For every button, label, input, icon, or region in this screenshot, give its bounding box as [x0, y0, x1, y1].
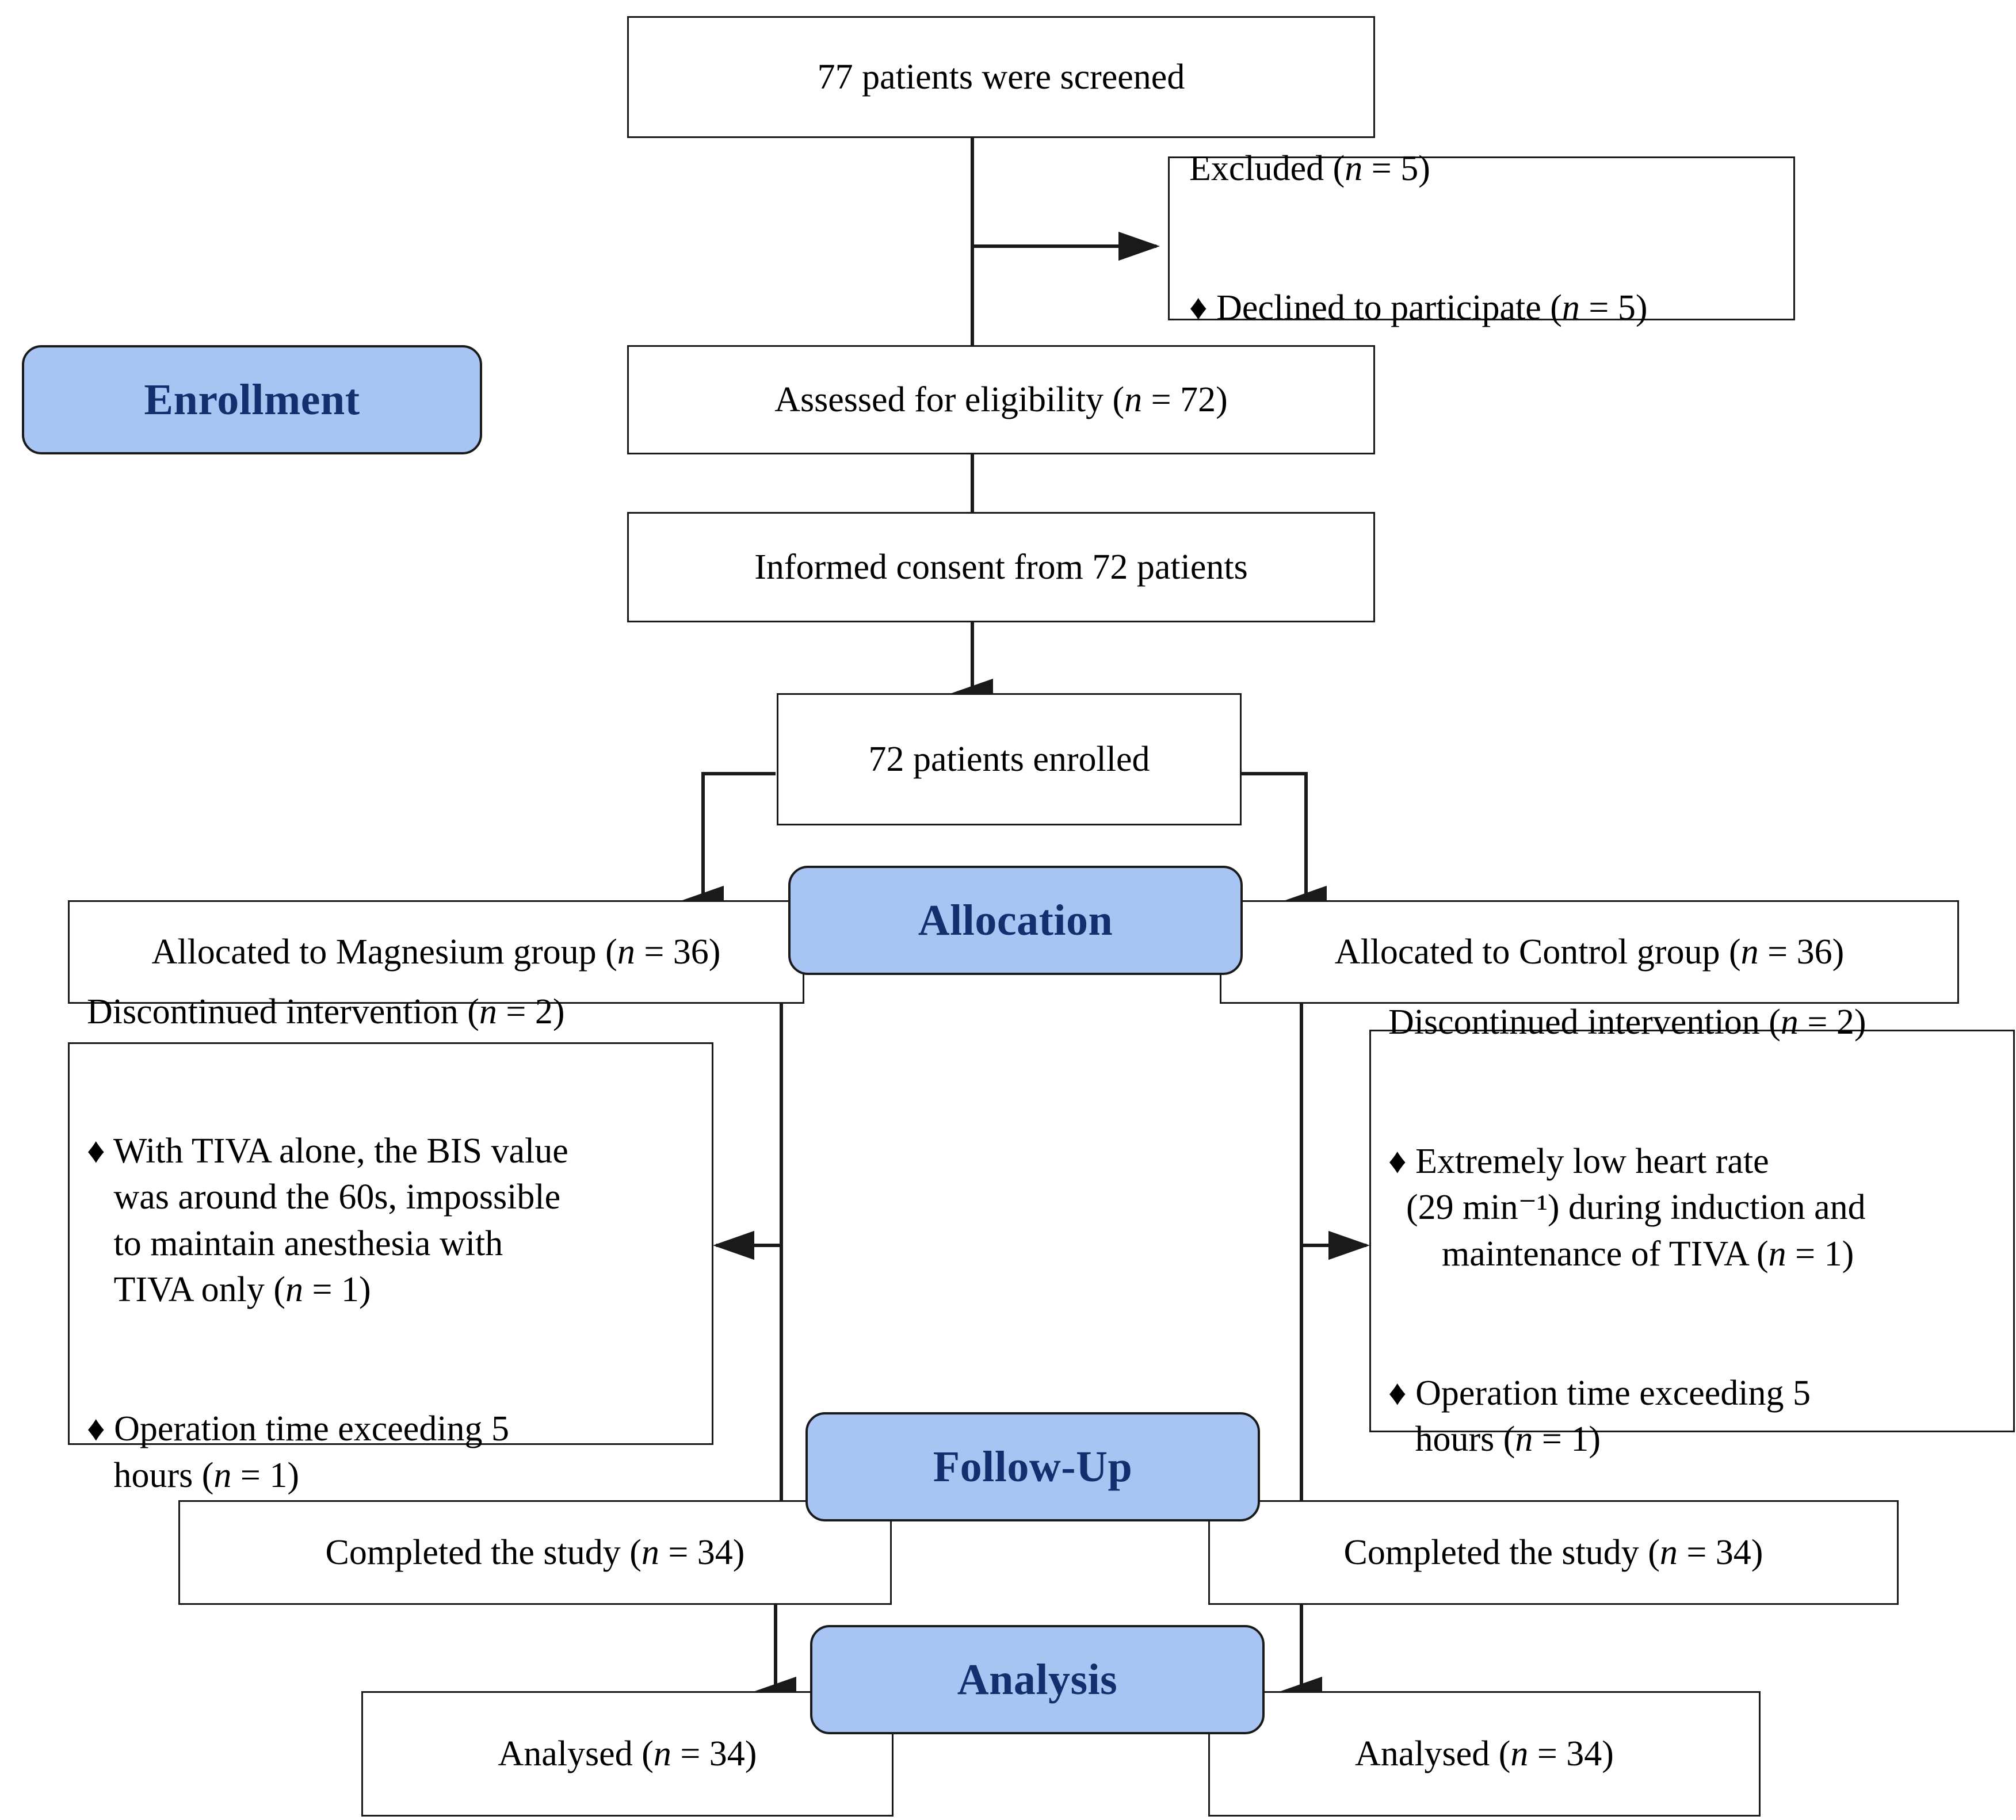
- allocation-label: Allocation: [918, 896, 1113, 945]
- box-completed-control: Completed the study (n = 34): [1208, 1500, 1899, 1605]
- eligibility-label: Assessed for eligibility (n = 72): [774, 380, 1228, 419]
- box-analysed-control: Analysed (n = 34): [1208, 1691, 1761, 1817]
- box-screened: 77 patients were screened: [627, 16, 1375, 138]
- box-allocated-control: Allocated to Control group (n = 36): [1220, 900, 1959, 1004]
- consent-label: Informed consent from 72 patients: [754, 547, 1248, 587]
- disc-right-item-bradycardia: ♦ Extremely low heart rate (29 min⁻¹) du…: [1388, 1141, 1866, 1274]
- excluded-item-declined: ♦ Declined to participate (n = 5): [1189, 288, 1648, 328]
- disc-right-heading: Discontinued intervention (n = 2): [1388, 1003, 1866, 1042]
- box-informed-consent: Informed consent from 72 patients: [627, 512, 1375, 622]
- stage-badge-enrollment: Enrollment: [22, 345, 482, 454]
- disc-left-item-optime: ♦ Operation time exceeding 5 hours (n = …: [87, 1409, 510, 1495]
- analysed-magnesium-label: Analysed (n = 34): [498, 1734, 757, 1773]
- excluded-heading: Excluded (n = 5): [1189, 149, 1430, 189]
- box-excluded: Excluded (n = 5) ♦ Declined to participa…: [1168, 149, 1795, 327]
- enrollment-label: Enrollment: [144, 375, 360, 424]
- followup-label: Follow-Up: [933, 1442, 1133, 1491]
- box-discontinued-control: Discontinued intervention (n = 2) ♦ Extr…: [1369, 1003, 2015, 1459]
- allocated-control-label: Allocated to Control group (n = 36): [1334, 932, 1845, 972]
- analysis-label: Analysis: [957, 1655, 1118, 1704]
- disc-left-item-bis: ♦ With TIVA alone, the BIS value was aro…: [87, 1131, 568, 1310]
- stage-badge-allocation: Allocation: [788, 866, 1243, 975]
- box-enrolled: 72 patients enrolled: [777, 693, 1242, 825]
- box-completed-magnesium: Completed the study (n = 34): [178, 1500, 892, 1605]
- completed-magnesium-label: Completed the study (n = 34): [325, 1532, 745, 1572]
- stage-badge-analysis: Analysis: [810, 1625, 1265, 1734]
- completed-control-label: Completed the study (n = 34): [1343, 1532, 1763, 1572]
- analysed-control-label: Analysed (n = 34): [1355, 1734, 1614, 1773]
- allocated-magnesium-label: Allocated to Magnesium group (n = 36): [151, 932, 721, 972]
- box-discontinued-magnesium: Discontinued intervention (n = 2) ♦ With…: [68, 992, 713, 1495]
- disc-left-heading: Discontinued intervention (n = 2): [87, 992, 565, 1031]
- stage-badge-followup: Follow-Up: [805, 1412, 1260, 1521]
- box-eligibility: Assessed for eligibility (n = 72): [627, 345, 1375, 454]
- enrolled-label: 72 patients enrolled: [868, 739, 1150, 779]
- screened-label: 77 patients were screened: [817, 57, 1185, 97]
- disc-right-item-optime: ♦ Operation time exceeding 5 hours (n = …: [1388, 1373, 1811, 1459]
- box-allocated-magnesium: Allocated to Magnesium group (n = 36): [68, 900, 804, 1004]
- box-analysed-magnesium: Analysed (n = 34): [361, 1691, 894, 1817]
